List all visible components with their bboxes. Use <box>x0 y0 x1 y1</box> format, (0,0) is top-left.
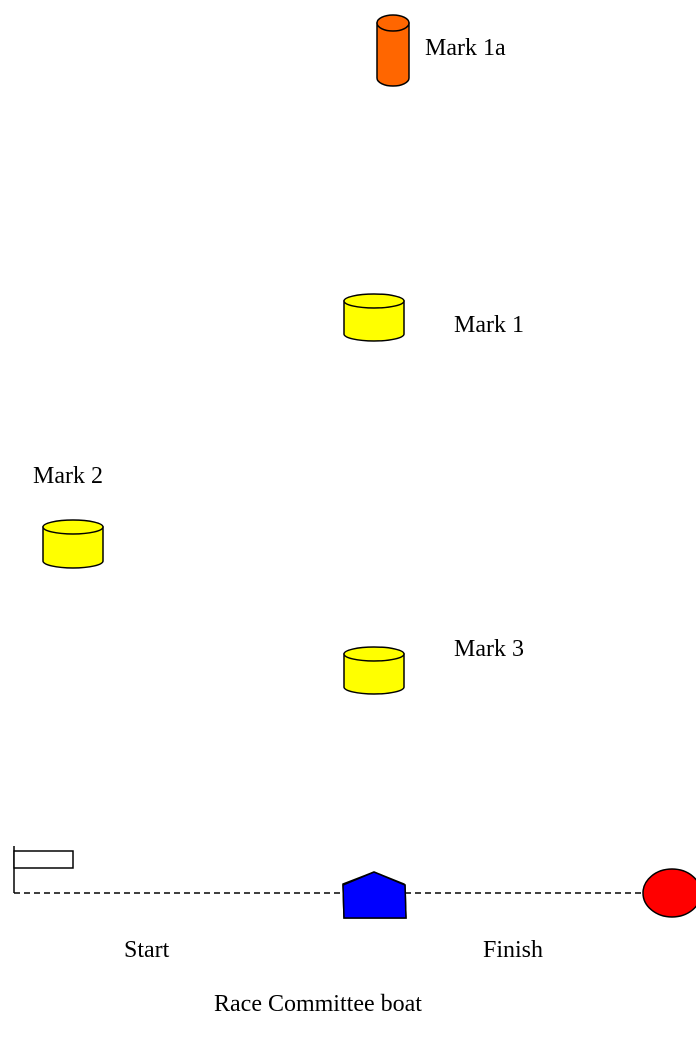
start-label: Start <box>124 937 170 963</box>
committee-boat-label: Race Committee boat <box>214 991 422 1017</box>
mark-1a-label: Mark 1a <box>425 35 506 61</box>
mark-1a-icon <box>376 14 410 87</box>
mark-3-icon <box>343 646 405 695</box>
flag-icon <box>13 846 74 893</box>
mark-2-label: Mark 2 <box>33 463 103 489</box>
mark-3-label: Mark 3 <box>454 636 524 662</box>
mark-1-label: Mark 1 <box>454 312 524 338</box>
mark-1-icon <box>343 293 405 342</box>
red-ball-icon <box>642 868 696 918</box>
mark-2-icon <box>42 519 104 569</box>
finish-label: Finish <box>483 937 544 963</box>
